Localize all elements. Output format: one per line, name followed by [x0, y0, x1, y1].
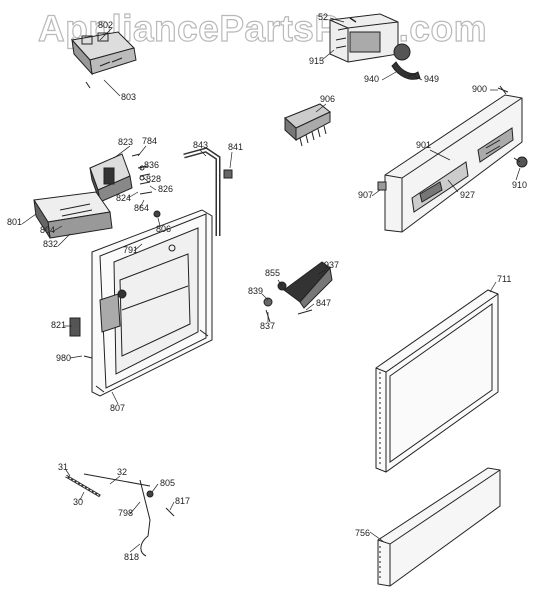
- callout-927: 927: [460, 190, 475, 200]
- part-801-dispenser: [33, 191, 113, 239]
- callout-804: 804: [40, 225, 55, 235]
- part-802-switch-assembly: [71, 31, 137, 89]
- callout-841: 841: [228, 142, 243, 152]
- callout-907: 907: [358, 190, 373, 200]
- callout-818: 818: [124, 552, 139, 562]
- callout-801: 801: [7, 217, 22, 227]
- screw-841-icon: [223, 169, 233, 179]
- callout-30: 30: [73, 497, 83, 507]
- screw-980-icon: [83, 355, 93, 359]
- callout-901: 901: [416, 140, 431, 150]
- callout-864: 864: [134, 203, 149, 213]
- callout-798: 798: [118, 508, 133, 518]
- callout-980: 980: [56, 353, 71, 363]
- callout-839: 839: [248, 286, 263, 296]
- part-915-control-module: [329, 13, 421, 80]
- screw-900-icon: [497, 85, 509, 95]
- callout-824: 824: [116, 193, 131, 203]
- part-807-inner-door: [91, 209, 213, 397]
- callout-807: 807: [110, 403, 125, 413]
- part-906-connector: [284, 103, 331, 147]
- callout-847: 847: [316, 298, 331, 308]
- callout-803: 803: [121, 92, 136, 102]
- callout-52: 52: [318, 12, 328, 22]
- callout-949: 949: [424, 74, 439, 84]
- callout-791: 791: [123, 245, 138, 255]
- callout-817: 817: [175, 496, 190, 506]
- callout-826: 826: [158, 184, 173, 194]
- callout-802: 802: [98, 20, 113, 30]
- callout-832: 832: [43, 239, 58, 249]
- part-937-vent-assembly: [263, 261, 333, 323]
- part-901-control-panel: [377, 94, 528, 233]
- callout-labels: 802 803 52 915 940 949 900 906 901 907 9…: [7, 12, 527, 562]
- part-806-marker: [153, 210, 161, 218]
- callout-937: 937: [324, 260, 339, 270]
- callout-900: 900: [472, 84, 487, 94]
- callout-32: 32: [117, 467, 127, 477]
- part-756-toe-kick: [377, 467, 501, 587]
- leader-lines: [21, 17, 521, 553]
- callout-906: 906: [320, 94, 335, 104]
- callout-828: 828: [146, 174, 161, 184]
- part-711-outer-door: [375, 289, 499, 473]
- callout-915: 915: [309, 56, 324, 66]
- callout-855: 855: [265, 268, 280, 278]
- callout-910: 910: [512, 180, 527, 190]
- callout-940: 940: [364, 74, 379, 84]
- callout-836: 836: [144, 160, 159, 170]
- callout-843: 843: [193, 140, 208, 150]
- callout-837: 837: [260, 321, 275, 331]
- callout-711: 711: [497, 274, 511, 284]
- part-818-door-spring: [65, 473, 175, 557]
- callout-756: 756: [355, 528, 370, 538]
- callout-805: 805: [160, 478, 175, 488]
- callout-31: 31: [58, 462, 68, 472]
- part-821-hinge: [69, 317, 81, 337]
- callout-823: 823: [118, 137, 133, 147]
- callout-806: 806: [156, 224, 171, 234]
- callout-821: 821: [51, 320, 66, 330]
- callout-784: 784: [142, 136, 157, 146]
